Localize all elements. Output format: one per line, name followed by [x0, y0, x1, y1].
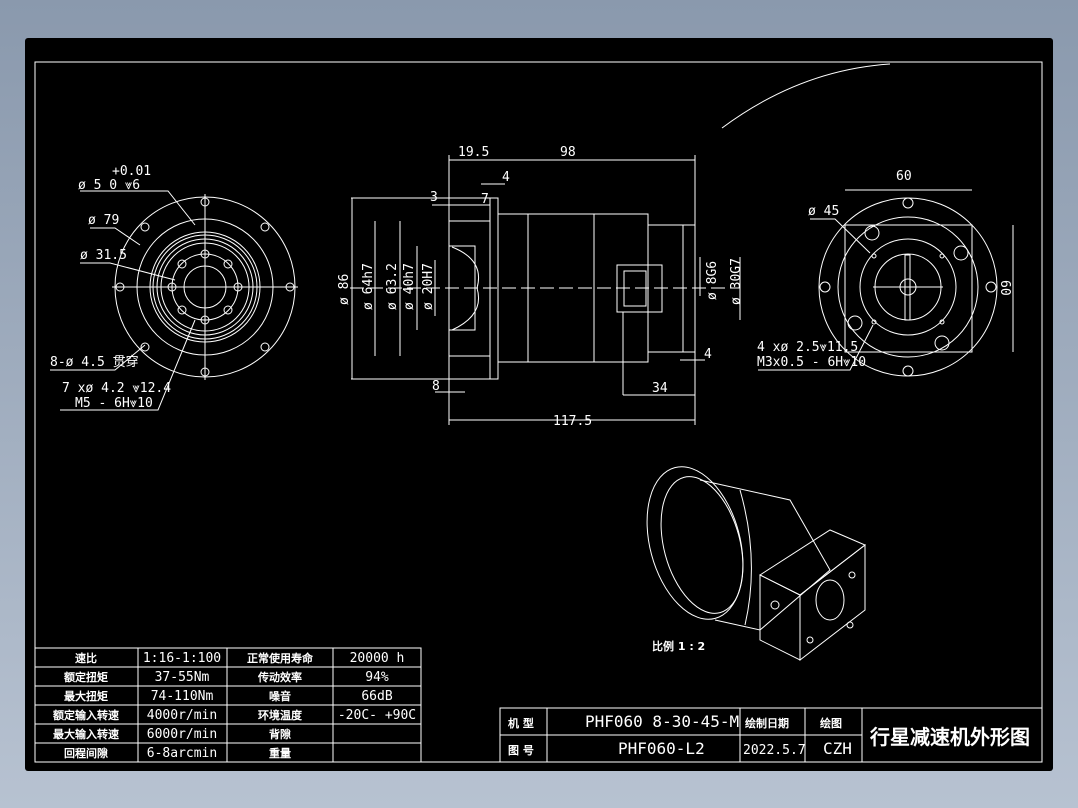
spec-label: 正常使用寿命 — [247, 651, 314, 665]
spec-value: 1:16-1:100 — [143, 651, 221, 666]
dim-8: 8 — [432, 379, 440, 394]
dim-rear-holes: 4 xø 2.5⩔11.5 — [757, 340, 858, 355]
spec-label: 最大扭矩 — [64, 689, 108, 703]
dim-d79: ø 79 — [88, 213, 119, 228]
side-view: 19.5 98 4 7 3 ø 86 ø 64h7 ø 63.2 ø 40h7 … — [337, 145, 744, 429]
dim-d30: ø 30G7 — [729, 258, 744, 305]
cad-drawing-canvas[interactable]: +0.01 ø 5 0 ⩔6 ø 79 ø 31.5 8-ø 4.5 贯穿 7 … — [25, 38, 1053, 771]
drawing-no-label: 图 号 — [508, 744, 534, 757]
dim-117-5: 117.5 — [553, 414, 592, 429]
spec-value: 37-55Nm — [155, 670, 210, 685]
drawing-title: 行星减速机外形图 — [869, 725, 1030, 749]
dim-mount-holes: 8-ø 4.5 贯穿 — [50, 354, 139, 370]
spec-label: 回程间隙 — [64, 746, 108, 760]
spec-value: 6000r/min — [147, 727, 217, 742]
dim-34: 34 — [652, 381, 668, 396]
dim-rear-thread: M3x0.5 - 6H⩔10 — [757, 355, 866, 370]
date-value: 2022.5.7 — [743, 743, 806, 758]
spec-value: 94% — [365, 670, 389, 685]
model-value: PHF060 8-30-45-M — [585, 712, 739, 731]
dim-60-height: 60 — [997, 280, 1012, 296]
dim-d40: ø 40h7 — [402, 263, 417, 310]
drawer-value: CZH — [823, 739, 852, 758]
drawing-no-value: PHF060-L2 — [618, 739, 705, 758]
model-label: 机 型 — [508, 716, 534, 730]
dim-tolerance: +0.01 — [112, 164, 151, 179]
dim-4-top: 4 — [502, 170, 510, 185]
spec-label: 额定扭矩 — [64, 670, 108, 684]
dim-thread: M5 - 6H⩔10 — [75, 396, 153, 411]
spec-value: 74-110Nm — [151, 689, 214, 704]
spec-value: 66dB — [361, 689, 392, 704]
spec-value: -20C- +90C — [338, 708, 416, 723]
dim-d20: ø 20H7 — [421, 263, 436, 310]
spec-rows: 速比 1:16-1:100 正常使用寿命 20000 h 额定扭矩 37-55Nm 传动效率… — [53, 651, 416, 761]
dim-d45: ø 45 — [808, 204, 839, 219]
spec-label: 环境温度 — [258, 708, 303, 722]
dim-d31-5: ø 31.5 — [80, 248, 127, 263]
dim-d63-2: ø 63.2 — [385, 263, 400, 310]
spec-value: 6-8arcmin — [147, 746, 217, 761]
spec-value: 4000r/min — [147, 708, 217, 723]
dim-4-bottom: 4 — [704, 347, 712, 362]
dim-pin-hole: ø 5 0 ⩔6 — [78, 178, 140, 193]
rear-view: 60 60 ø 45 4 xø 2.5⩔11.5 M3x0.5 - 6H⩔10 — [757, 169, 1014, 377]
dim-60-width: 60 — [896, 169, 912, 184]
spec-label: 噪音 — [269, 689, 291, 703]
spec-label: 速比 — [75, 651, 97, 665]
dim-d86: ø 86 — [337, 274, 352, 305]
spec-label: 背隙 — [269, 727, 291, 741]
dim-d64: ø 64h7 — [361, 263, 376, 310]
spec-label: 最大输入转速 — [53, 727, 119, 741]
date-label: 绘制日期 — [745, 716, 789, 730]
spec-label: 传动效率 — [257, 670, 302, 684]
dim-d8: ø 8G6 — [705, 261, 720, 300]
drawer-label: 绘图 — [820, 716, 842, 730]
isometric-view: 比例 1 : 2 — [646, 466, 866, 662]
spec-label: 重量 — [269, 746, 291, 760]
spec-label: 额定输入转速 — [53, 708, 119, 722]
title-block: 机 型 PHF060 8-30-45-M 图 号 PHF060-L2 绘制日期 … — [499, 707, 1043, 763]
spec-table — [34, 647, 422, 763]
dim-tapped-holes: 7 xø 4.2 ⩔12.4 — [62, 381, 171, 396]
dim-19-5: 19.5 — [458, 145, 489, 160]
dim-7: 7 — [481, 192, 489, 207]
scale-label: 比例 1 : 2 — [652, 639, 705, 653]
front-view: +0.01 ø 5 0 ⩔6 ø 79 ø 31.5 8-ø 4.5 贯穿 7 … — [50, 164, 298, 411]
spec-value: 20000 h — [350, 651, 405, 666]
dim-98: 98 — [560, 145, 576, 160]
dim-3: 3 — [430, 190, 438, 205]
drawing: +0.01 ø 5 0 ⩔6 ø 79 ø 31.5 8-ø 4.5 贯穿 7 … — [34, 61, 1043, 763]
arc-line — [721, 63, 891, 129]
